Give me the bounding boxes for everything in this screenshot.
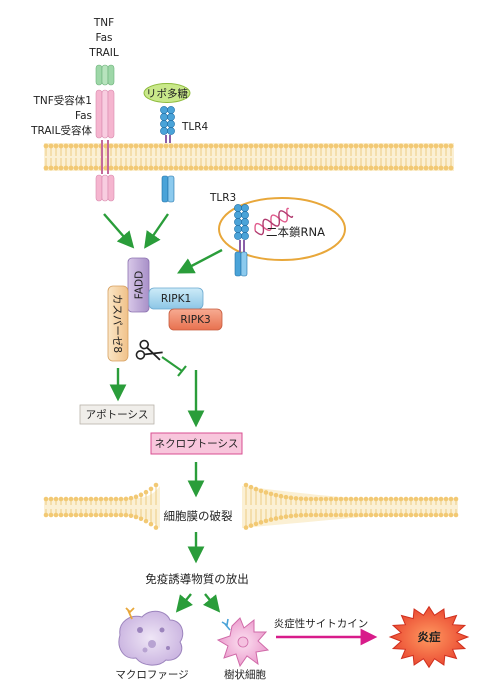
cytokines-label: 炎症性サイトカイン bbox=[274, 617, 369, 630]
plasma-membrane bbox=[43, 143, 454, 171]
receptor-labels: TNF受容体1 Fas TRAIL受容体 bbox=[30, 94, 92, 137]
inhibition-line bbox=[161, 356, 183, 372]
ripk1-box: RIPK1 bbox=[148, 287, 204, 310]
ligand-label-trail: TRAIL bbox=[88, 47, 119, 59]
apoptosis-box: アポトーシス bbox=[79, 404, 155, 425]
ruptured-membrane-left bbox=[43, 482, 160, 530]
damp-release-label: 免疫誘導物質の放出 bbox=[145, 572, 249, 586]
arrow-tlr4-to-fadd bbox=[144, 213, 169, 249]
necroptosis-box: ネクロプトーシス bbox=[150, 432, 243, 455]
tlr4-intracellular-icon bbox=[161, 175, 175, 203]
dendritic-cell-icon bbox=[216, 617, 270, 668]
tlr4-extracellular-icon bbox=[160, 106, 175, 145]
tlr4-label: TLR4 bbox=[181, 121, 209, 133]
ruptured-membrane-right bbox=[242, 482, 459, 530]
membrane-rupture-label: 細胞膜の破裂 bbox=[164, 509, 233, 523]
macrophage-icon bbox=[118, 607, 184, 666]
ligand-labels: TNF Fas TRAIL bbox=[88, 17, 119, 59]
ligand-trimer-icon bbox=[95, 64, 115, 86]
arrow-death-receptor-to-fadd bbox=[103, 213, 135, 249]
caspase8-label: カスパーゼ8 bbox=[111, 294, 123, 353]
receptor-label-tnfr1: TNF受容体1 bbox=[33, 94, 93, 107]
apoptosis-label: アポトーシス bbox=[86, 409, 149, 421]
receptor-label-fas: Fas bbox=[75, 110, 92, 122]
macrophage-label: マクロファージ bbox=[115, 669, 188, 681]
death-receptor-icon bbox=[95, 89, 115, 139]
arrow-release-to-macrophage bbox=[175, 593, 193, 613]
dsrna-icon bbox=[254, 207, 294, 236]
arrow-tlr3-to-complex bbox=[177, 248, 223, 274]
scissors-icon bbox=[135, 339, 163, 361]
death-receptor-intracellular-icon bbox=[95, 174, 115, 202]
tlr3-icon bbox=[234, 204, 249, 277]
ripk3-label: RIPK3 bbox=[180, 314, 210, 326]
lps-badge: リポ多糖 bbox=[143, 83, 191, 103]
receptor-label-trail: TRAIL受容体 bbox=[30, 124, 92, 137]
inflammation-burst-icon bbox=[388, 605, 470, 669]
endosome bbox=[218, 197, 346, 261]
ligand-label-tnf: TNF bbox=[93, 17, 114, 29]
ripk3-box: RIPK3 bbox=[168, 308, 223, 331]
fadd-label: FADD bbox=[134, 271, 146, 299]
lps-label: リポ多糖 bbox=[146, 87, 188, 100]
dsrna-label: 二本鎖RNA bbox=[266, 225, 325, 239]
caspase8-box: カスパーゼ8 bbox=[107, 285, 129, 362]
fadd-box: FADD bbox=[127, 257, 150, 313]
ripk1-label: RIPK1 bbox=[161, 293, 191, 305]
arrow-release-to-dendritic-cell bbox=[203, 593, 221, 613]
dendritic-cell-label: 樹状細胞 bbox=[224, 668, 266, 681]
receptor-transmembrane bbox=[101, 140, 109, 174]
tlr3-label: TLR3 bbox=[209, 192, 236, 204]
inhibition-bar bbox=[177, 365, 187, 377]
necroptosis-label: ネクロプトーシス bbox=[155, 438, 239, 450]
ligand-label-fas: Fas bbox=[96, 32, 113, 44]
inflammation-label: 炎症 bbox=[418, 630, 441, 644]
